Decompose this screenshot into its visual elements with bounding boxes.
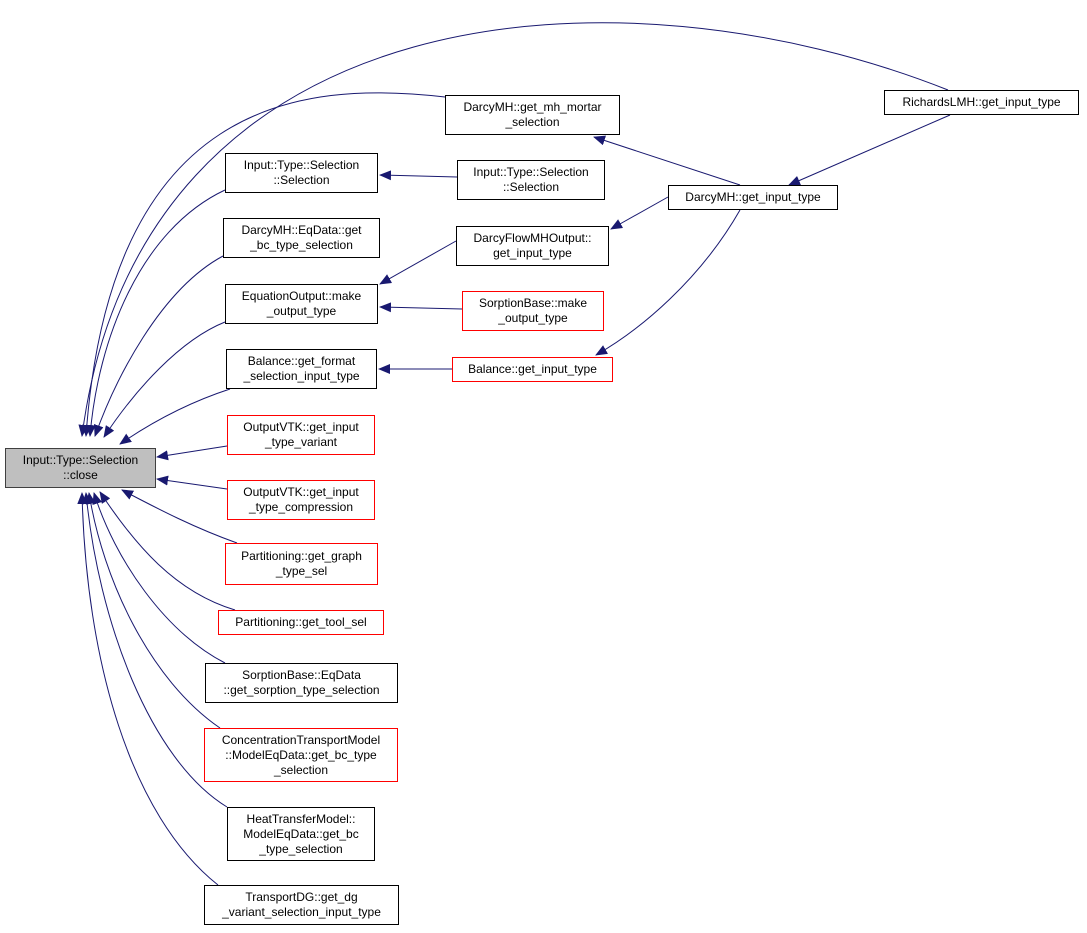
node-label: _variant_selection_input_type: [222, 905, 381, 919]
node-darcymh-mortar[interactable]: DarcyMH::get_mh_mortar_selection: [445, 95, 620, 135]
edge-sel2-sel1: [379, 170, 458, 181]
node-label: Input::Type::Selection: [243, 158, 360, 172]
edge-vtkcomp-root: [156, 475, 228, 490]
node-label: DarcyMH::EqData::get: [241, 223, 362, 237]
edge-sorpeq-root: [92, 492, 226, 664]
node-label: _selection: [273, 762, 329, 777]
node-label: RichardsLMH::get_input_type: [902, 95, 1061, 109]
edge-sorpmake-eqout: [379, 302, 463, 313]
node-equationoutput-make[interactable]: EquationOutput::make_output_type: [225, 284, 378, 324]
node-label: HeatTransferModel::: [246, 811, 356, 826]
node-label: EquationOutput::make: [241, 289, 362, 303]
node-label: get_input_type: [493, 246, 572, 260]
node-label: _output_type: [266, 304, 337, 318]
node-label: _selection_input_type: [243, 369, 360, 383]
edge-sel1-root: [85, 189, 226, 437]
node-darcymh-eqdata-bc[interactable]: DarcyMH::EqData::get_bc_type_selection: [223, 218, 380, 258]
node-label: ::ModelEqData::get_bc_type: [225, 747, 377, 762]
node-sorption-make[interactable]: SorptionBase::make_output_type: [462, 291, 604, 331]
node-label: SorptionBase::make: [478, 296, 588, 310]
node-label: DarcyMH::get_input_type: [685, 190, 821, 204]
edge-transdg-root: [77, 492, 219, 886]
edge-heat-root: [82, 492, 228, 808]
node-label: Input::Type::Selection: [473, 165, 589, 179]
node-label: Balance::get_format: [247, 354, 356, 368]
node-label: TransportDG::get_dg: [245, 890, 358, 904]
edge-eqdata-root: [93, 255, 224, 437]
node-label: OutputVTK::get_input: [243, 485, 359, 499]
node-label: DarcyFlowMHOutput::: [473, 231, 592, 245]
node-label: ::get_sorption_type_selection: [223, 683, 380, 697]
edge-balfmt-root: [119, 388, 231, 445]
node-darcymh-input[interactable]: DarcyMH::get_input_type: [668, 185, 838, 210]
node-concentration-transport[interactable]: ConcentrationTransportModel::ModelEqData…: [204, 728, 398, 782]
edge-darcyinput-balinput: [595, 209, 741, 356]
node-partitioning-graph[interactable]: Partitioning::get_graph_type_sel: [225, 543, 378, 585]
edge-eqout-root: [103, 321, 226, 438]
node-label: OutputVTK::get_input: [243, 420, 359, 434]
edge-parttool-root: [99, 491, 236, 611]
edge-flowout-eqout: [379, 240, 457, 285]
node-balance-input[interactable]: Balance::get_input_type: [452, 357, 613, 382]
edge-vtkvar-root: [156, 445, 228, 461]
edge-richards-darcyinput: [788, 114, 951, 186]
node-label: DarcyMH::get_mh_mortar: [463, 100, 602, 114]
node-label: _bc_type_selection: [250, 238, 353, 252]
node-balance-get-format[interactable]: Balance::get_format_selection_input_type: [226, 349, 377, 389]
node-label: _type_variant: [264, 435, 338, 449]
node-transportdg[interactable]: TransportDG::get_dg_variant_selection_in…: [204, 885, 399, 925]
node-label: Partitioning::get_tool_sel: [235, 615, 367, 629]
node-label: ::Selection: [273, 173, 330, 187]
node-label: _output_type: [498, 311, 568, 325]
node-label: Partitioning::get_graph: [241, 549, 362, 563]
node-selection-ctor-2[interactable]: Input::Type::Selection::Selection: [457, 160, 605, 200]
node-label: Balance::get_input_type: [468, 362, 597, 376]
node-sorption-eqdata[interactable]: SorptionBase::EqData::get_sorption_type_…: [205, 663, 398, 703]
node-label: _selection: [505, 115, 560, 129]
node-label: ConcentrationTransportModel: [221, 732, 381, 747]
node-label: Input::Type::Selection: [22, 453, 139, 467]
node-label: _type_selection: [259, 841, 343, 856]
node-label: SorptionBase::EqData: [242, 668, 361, 682]
node-outputvtk-compression[interactable]: OutputVTK::get_input_type_compression: [227, 480, 375, 520]
edge-darcyinput-flowout: [610, 196, 669, 230]
node-label: ::close: [63, 468, 98, 482]
node-darcyflow-output[interactable]: DarcyFlowMHOutput::get_input_type: [456, 226, 609, 266]
edge-darcyinput-mortar: [593, 135, 741, 186]
node-label: ::Selection: [502, 180, 560, 194]
node-partitioning-tool[interactable]: Partitioning::get_tool_sel: [218, 610, 384, 635]
edge-conc-root: [85, 492, 221, 729]
node-label: ModelEqData::get_bc: [243, 826, 359, 841]
node-selection-ctor-1[interactable]: Input::Type::Selection::Selection: [225, 153, 378, 193]
node-outputvtk-variant[interactable]: OutputVTK::get_input_type_variant: [227, 415, 375, 455]
node-label: _type_compression: [248, 500, 354, 514]
edge-partgraph-root: [121, 489, 238, 544]
edge-mortar-root: [81, 92, 446, 437]
node-root-selection-close: Input::Type::Selection::close: [5, 448, 156, 488]
node-label: _type_sel: [275, 564, 328, 578]
edge-richards-root: [78, 22, 949, 437]
node-richards-input[interactable]: RichardsLMH::get_input_type: [884, 90, 1079, 115]
node-heat-transfer[interactable]: HeatTransferModel::ModelEqData::get_bc_t…: [227, 807, 375, 861]
